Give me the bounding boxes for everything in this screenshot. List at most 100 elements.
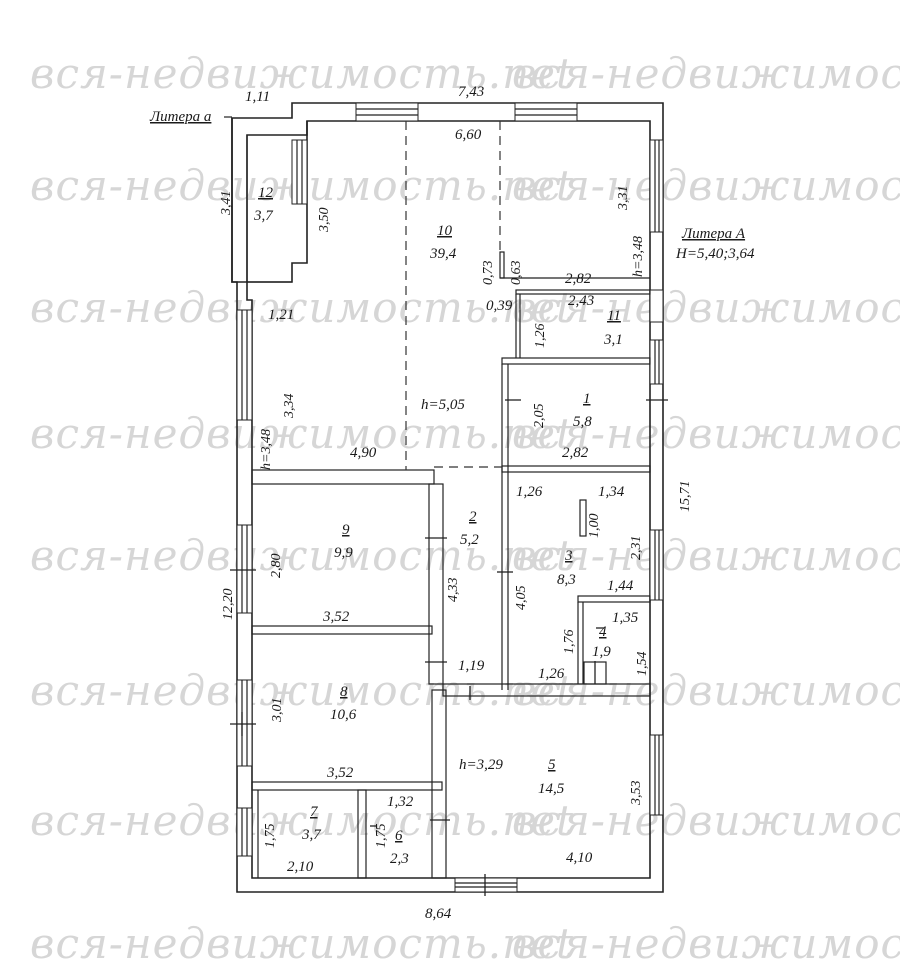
dim-label: 2,80 (269, 554, 284, 579)
room-5-area: 14,5 (538, 781, 565, 797)
window (236, 679, 253, 767)
watermark: вся-недвижимость.net (30, 49, 574, 98)
dim-label: 1,76 (562, 630, 577, 655)
annex-a-wall (231, 118, 308, 283)
window (649, 139, 664, 233)
dim-label: 7,43 (458, 84, 484, 100)
room-6-area: 2,3 (390, 851, 409, 867)
dim-label: 1,35 (612, 610, 639, 626)
watermark: вся-недвижимость.net (512, 49, 900, 98)
dim-label: 3,34 (282, 394, 297, 420)
dim-label: 1,44 (607, 578, 634, 594)
vertical-dimension-labels: 3,41 3,50 3,31 h=3,48 0,73 0,63 1,26 3,3… (219, 186, 693, 849)
dim-label: 3,41 (219, 191, 234, 217)
dim-label: 6,60 (455, 127, 482, 143)
dim-label: 1,26 (516, 484, 543, 500)
watermark: вся-недвижимость.net (30, 409, 574, 458)
dim-label: 3,52 (322, 609, 350, 625)
dim-label: h=3,48 (631, 236, 646, 277)
room-1-number: 1 (583, 391, 591, 407)
dim-label: 4,10 (566, 850, 593, 866)
dim-label: 2,43 (568, 293, 594, 309)
watermark: вся-недвижимость.net (512, 161, 900, 210)
room-11-area: 3,1 (603, 332, 623, 348)
watermark: вся-недвижимость.net (512, 283, 900, 332)
room-11-number: 11 (607, 308, 621, 324)
literal-A-height: H=5,40;3,64 (675, 246, 755, 262)
dim-label: 3,52 (326, 765, 354, 781)
dim-label: 3,01 (270, 698, 285, 724)
annex-a-inner (246, 135, 292, 283)
dimension-labels: 1,11 7,43 6,60 2,82 2,43 1,21 0,39 h=5,0… (245, 84, 639, 922)
window (454, 877, 518, 893)
dim-label: 2,05 (532, 404, 547, 429)
window (236, 524, 253, 614)
dim-label: 3,31 (616, 186, 631, 212)
dim-label: 8,64 (425, 906, 452, 922)
watermark: вся-недвижимость.net (30, 531, 574, 580)
room-10-number: 10 (437, 223, 453, 239)
window (291, 139, 308, 205)
dim-label: 12,20 (221, 589, 236, 621)
window (649, 289, 664, 323)
literal-a-label: Литера а (149, 109, 211, 125)
dim-label: 2,82 (565, 271, 592, 287)
windows (236, 102, 664, 893)
dim-label: 2,10 (287, 859, 314, 875)
room-9-area: 9,9 (334, 545, 353, 561)
tick-marks (230, 399, 668, 896)
room-10-area: 39,4 (429, 246, 457, 262)
dim-label: 1,19 (458, 658, 485, 674)
dim-label: 2,31 (629, 536, 644, 561)
watermark: вся-недвижимость.net (30, 796, 574, 845)
watermark: вся-недвижимость.net (512, 666, 900, 715)
dim-label: 3,50 (317, 208, 332, 234)
watermark: вся-недвижимость.net (512, 409, 900, 458)
dim-label: 4,90 (350, 445, 377, 461)
room-5-number: 5 (548, 757, 556, 773)
dashed-boundaries (405, 121, 502, 470)
dim-label: 4,33 (446, 578, 461, 603)
room-7-number: 7 (310, 804, 319, 820)
dim-label: 1,34 (598, 484, 625, 500)
window (236, 309, 253, 421)
room-3-number: 3 (564, 548, 573, 564)
room-2-area: 5,2 (460, 532, 479, 548)
window (355, 102, 419, 122)
room-labels: 12 3,7 10 39,4 11 3,1 1 5,8 2 5,2 3 8,3 … (253, 185, 623, 867)
watermark: вся-недвижимость.net (512, 796, 900, 845)
room-3-area: 8,3 (557, 572, 576, 588)
room-6-number: 6 (395, 828, 403, 844)
watermark: вся-недвижимость.net (512, 919, 900, 960)
dim-label: 0,73 (481, 261, 496, 286)
dim-label: 2,82 (562, 445, 589, 461)
window (649, 529, 664, 601)
dim-label: 1,11 (245, 89, 270, 105)
dim-label: 1,21 (268, 307, 294, 323)
literal-A-label: Литера А (681, 226, 746, 242)
dim-label: h=3,48 (259, 429, 274, 470)
literal-labels: Литера а Литера А H=5,40;3,64 (149, 109, 755, 262)
watermark: вся-недвижимость.net (512, 531, 900, 580)
dim-label: 1,75 (374, 824, 389, 849)
dim-label: h=3,29 (459, 757, 503, 773)
dim-label: 1,26 (533, 324, 548, 349)
room-8-number: 8 (340, 684, 348, 700)
watermark: вся-недвижимость.net (30, 283, 574, 332)
room-7-area: 3,7 (301, 827, 322, 843)
dim-label: 1,54 (635, 652, 650, 677)
dim-label: 1,32 (387, 794, 414, 810)
watermark-layer: вся-недвижимость.net вся-недвижимость.ne… (30, 49, 900, 960)
dim-label: 15,71 (678, 481, 693, 513)
dim-label: h=5,05 (421, 397, 465, 413)
window (649, 339, 664, 385)
dim-label: 1,00 (587, 514, 602, 539)
watermark: вся-недвижимость.net (30, 666, 574, 715)
room-12-number: 12 (258, 185, 274, 201)
room-1-area: 5,8 (573, 414, 592, 430)
window (236, 807, 253, 857)
room-12-area: 3,7 (253, 208, 274, 224)
dim-label: 3,53 (629, 781, 644, 807)
room-4-number: 4 (599, 624, 607, 640)
